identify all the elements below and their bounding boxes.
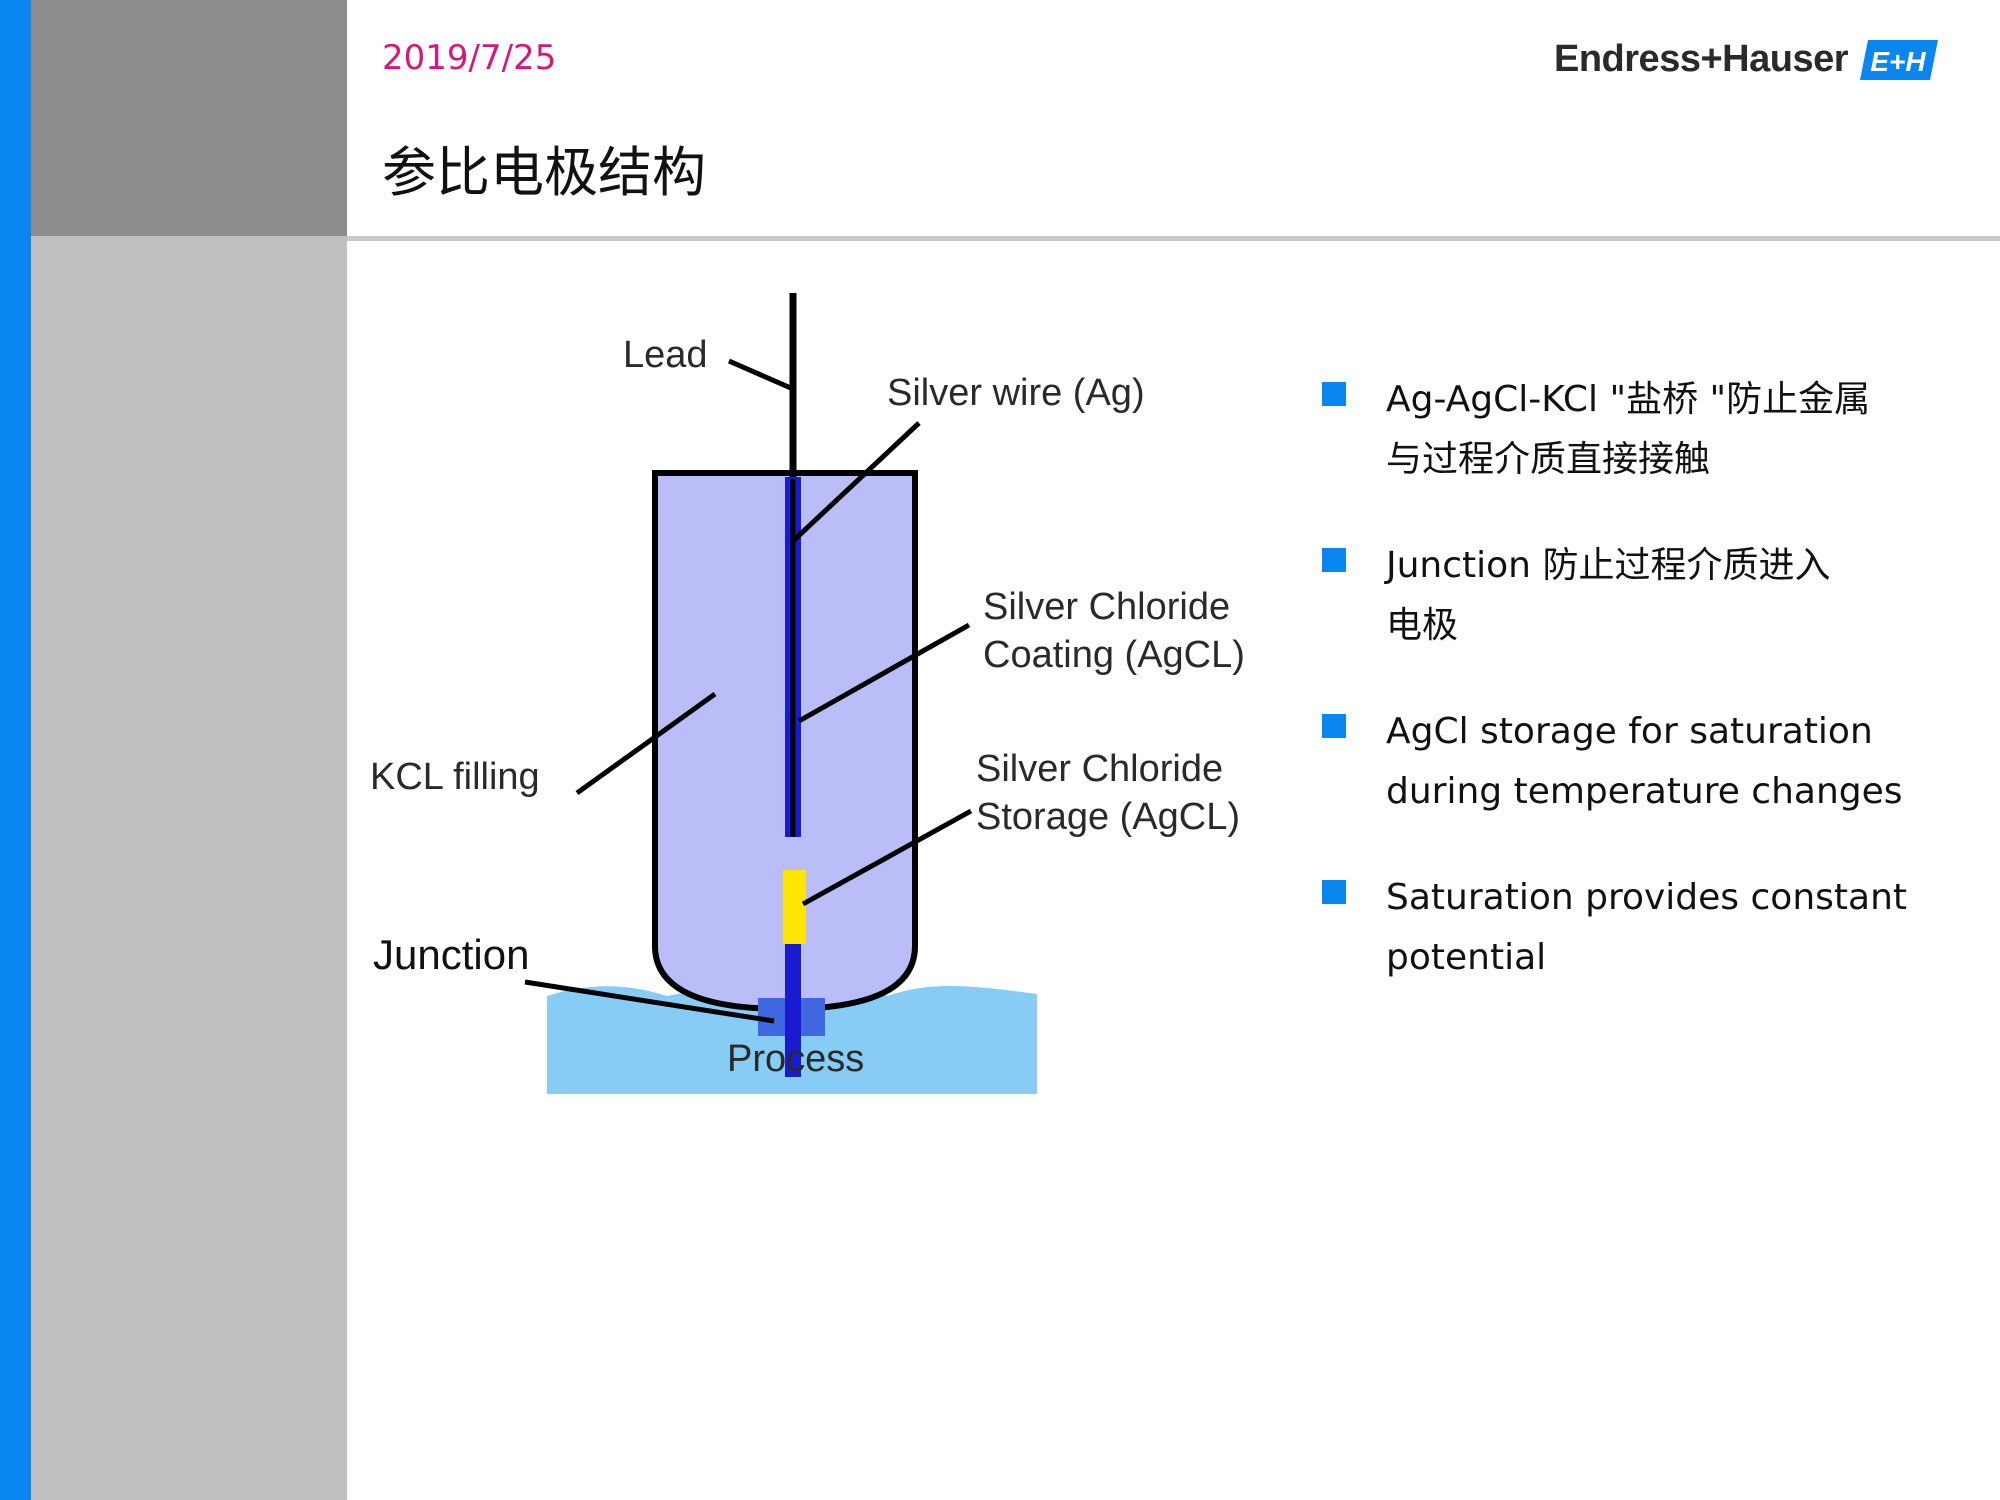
bullet-text-line2: potential	[1386, 937, 1547, 978]
storage-label-line2: Storage (AgCL)	[976, 796, 1240, 838]
bullet-square-icon	[1322, 880, 1346, 904]
bullet-text-line1: Saturation provides constant	[1386, 877, 1907, 918]
bullet-text-line2: during temperature changes	[1386, 771, 1903, 812]
sidebar-bottom-block	[31, 236, 347, 1500]
sidebar-top-block	[31, 0, 347, 236]
logo-text: Endress+Hauser	[1554, 38, 1849, 80]
agcl-storage	[783, 870, 806, 944]
coating-label-line2: Coating (AgCL)	[983, 634, 1245, 676]
bullet-item: Saturation provides constant potential	[1322, 868, 1962, 988]
reference-electrode-diagram: Lead Silver wire (Ag) Silver Chloride Co…	[370, 293, 1245, 1094]
bullet-text-line1: AgCl storage for saturation	[1386, 711, 1873, 752]
kcl-label: KCL filling	[370, 756, 540, 798]
lead-label: Lead	[623, 334, 708, 376]
junction-leader	[524, 979, 775, 1024]
logo-mark-text: E+H	[1870, 46, 1926, 77]
junction-label: Junction	[373, 931, 529, 978]
bullet-text-line2: 电极	[1386, 605, 1459, 646]
bullet-square-icon	[1322, 548, 1346, 572]
silver-wire-leader	[791, 421, 921, 543]
bullet-item: Junction 防止过程介质进入 电极	[1322, 536, 1962, 656]
bullet-item: AgCl storage for saturation during tempe…	[1322, 702, 1962, 822]
bullet-item: Ag-AgCl-KCl "盐桥 "防止金属 与过程介质直接接触	[1322, 370, 1962, 490]
coating-label-line1: Silver Chloride	[983, 586, 1230, 628]
kcl-leader	[575, 691, 717, 796]
lead-leader	[727, 358, 795, 392]
slide-title: 参比电极结构	[382, 141, 706, 204]
coating-leader	[797, 622, 971, 724]
bullet-text-line1: Ag-AgCl-KCl "盐桥 "防止金属	[1386, 379, 1871, 420]
bullet-square-icon	[1322, 382, 1346, 406]
process-label: Process	[727, 1038, 864, 1080]
left-accent-stripe	[0, 0, 31, 1500]
brand-logo: Endress+Hauser E+H	[1554, 38, 1938, 81]
slide-date: 2019/7/25	[382, 38, 557, 78]
eh-logo-icon: E+H	[1860, 39, 1938, 80]
bullet-text-line2: 与过程介质直接接触	[1386, 439, 1711, 480]
storage-label-line1: Silver Chloride	[976, 748, 1223, 790]
silver-wire-label: Silver wire (Ag)	[887, 372, 1145, 414]
bullet-square-icon	[1322, 714, 1346, 738]
bullet-text-line1: Junction 防止过程介质进入	[1386, 545, 1831, 586]
bullet-list: Ag-AgCl-KCl "盐桥 "防止金属 与过程介质直接接触 Junction…	[1322, 370, 1962, 1034]
storage-leader	[801, 808, 973, 907]
header-divider	[347, 236, 2000, 241]
leader-lines	[524, 358, 973, 1024]
